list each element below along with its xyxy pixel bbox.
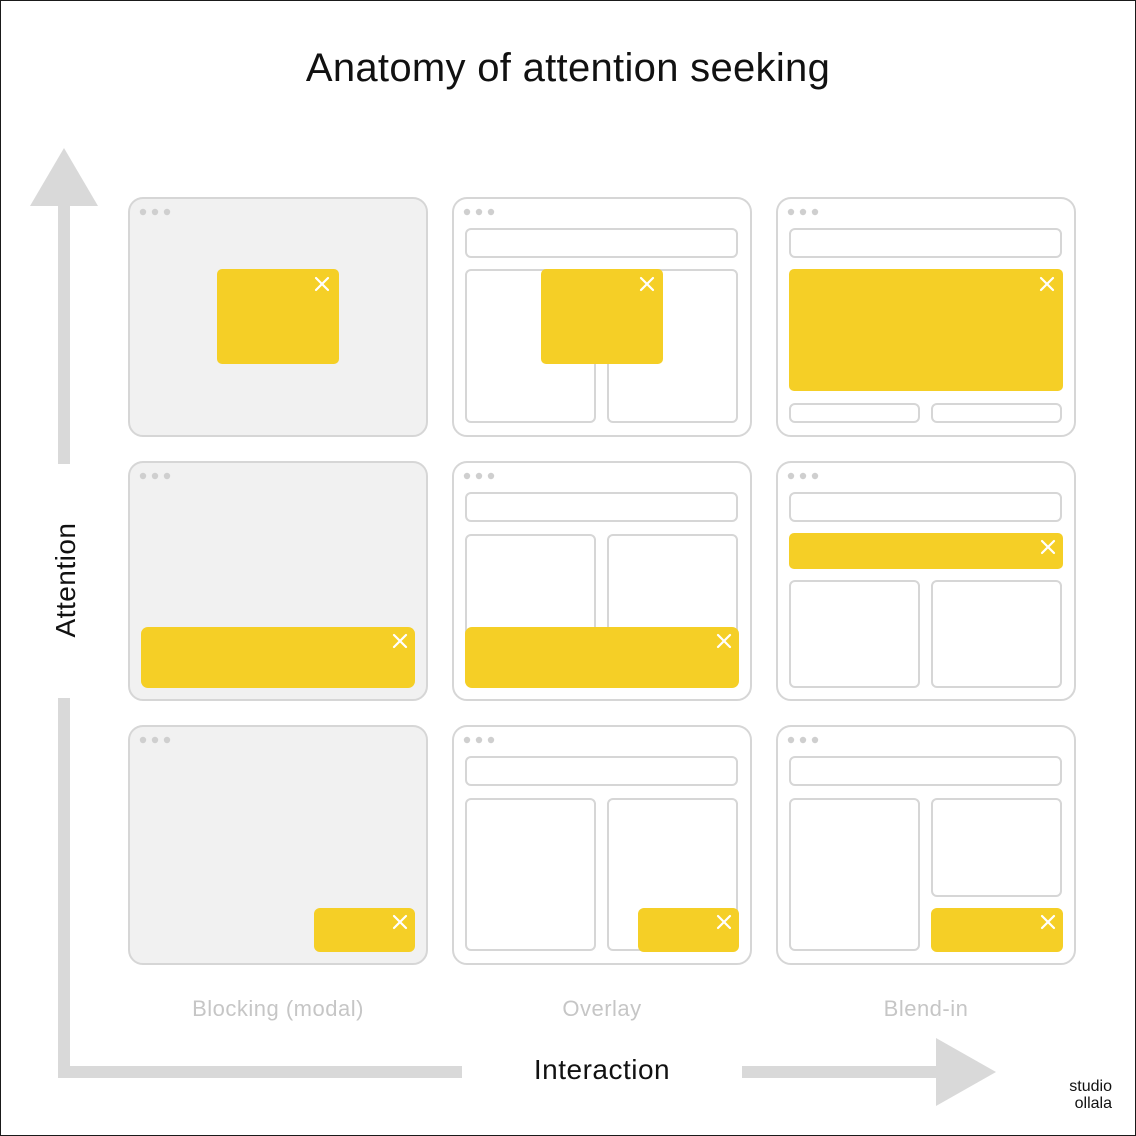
close-icon bbox=[314, 276, 330, 292]
window-blocking-high bbox=[128, 197, 428, 437]
window-blocking-low bbox=[128, 725, 428, 965]
corner-toast-overlay bbox=[638, 908, 739, 952]
window-overlay-low bbox=[452, 725, 752, 965]
brand-line-2: ollala bbox=[1074, 1095, 1112, 1112]
modal-dialog bbox=[217, 269, 339, 364]
y-axis-label: Attention bbox=[50, 522, 81, 638]
brand-logo: studio ollala bbox=[1069, 1078, 1112, 1112]
window-blendin-high bbox=[776, 197, 1076, 437]
x-axis-label: Interaction bbox=[533, 1054, 671, 1085]
bottom-sheet-modal bbox=[141, 627, 415, 688]
column-label-blocking: Blocking (modal) bbox=[192, 996, 364, 1021]
diagram-title: Anatomy of attention seeking bbox=[305, 46, 831, 90]
overlay-popup bbox=[541, 269, 663, 364]
inline-banner bbox=[789, 533, 1063, 569]
x-axis-arrow bbox=[58, 1038, 996, 1106]
bottom-overlay-banner bbox=[465, 627, 739, 688]
close-icon bbox=[1040, 914, 1056, 930]
window-blocking-medium bbox=[128, 461, 428, 701]
close-icon bbox=[639, 276, 655, 292]
close-icon bbox=[1040, 539, 1056, 555]
close-icon bbox=[716, 914, 732, 930]
close-icon bbox=[1039, 276, 1055, 292]
window-overlay-medium bbox=[452, 461, 752, 701]
close-icon bbox=[392, 633, 408, 649]
column-label-overlay: Overlay bbox=[562, 996, 642, 1021]
close-icon bbox=[716, 633, 732, 649]
brand-line-1: studio bbox=[1069, 1078, 1112, 1095]
window-blendin-low bbox=[776, 725, 1076, 965]
corner-toast-modal bbox=[314, 908, 415, 952]
inline-card-promo bbox=[931, 908, 1063, 952]
window-overlay-high bbox=[452, 197, 752, 437]
close-icon bbox=[392, 914, 408, 930]
column-label-blend-in: Blend-in bbox=[883, 996, 969, 1021]
y-axis-arrow bbox=[30, 148, 98, 1078]
blendin-banner bbox=[789, 269, 1063, 391]
window-blendin-medium bbox=[776, 461, 1076, 701]
